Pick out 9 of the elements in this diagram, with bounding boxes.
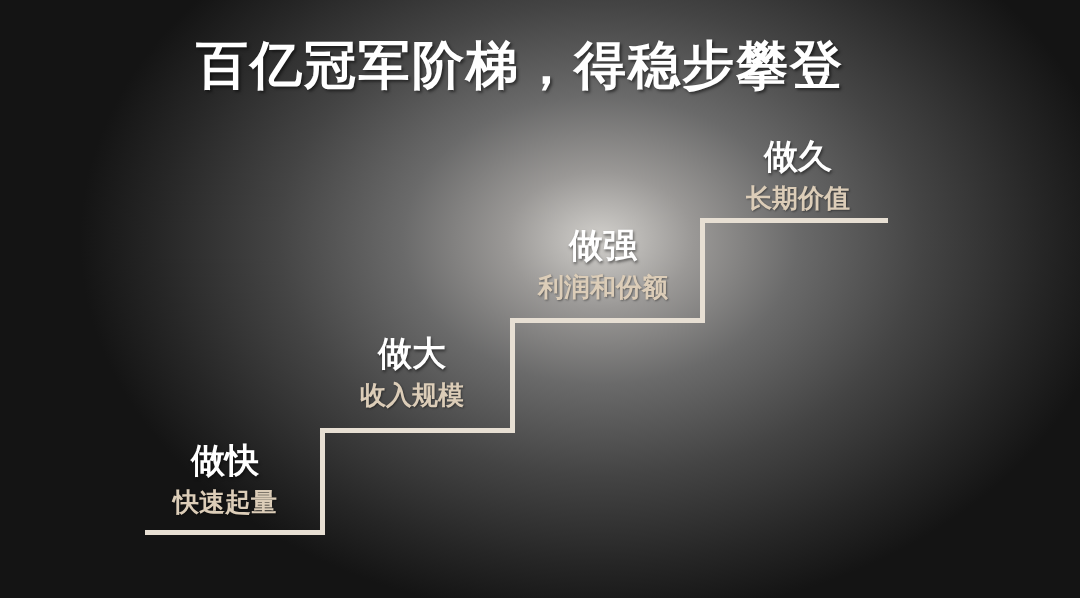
step-heading: 做快 (191, 440, 259, 480)
step-heading: 做强 (568, 225, 637, 265)
step-description: 快速起量 (173, 486, 277, 518)
step-description: 长期价值 (746, 182, 850, 214)
step-heading: 做大 (377, 333, 446, 373)
step-description: 利润和份额 (537, 271, 668, 303)
diagram-title: 百亿冠军阶梯，得稳步攀登 (196, 34, 844, 96)
step-description: 收入规模 (359, 379, 464, 411)
step-heading: 做久 (764, 136, 832, 176)
